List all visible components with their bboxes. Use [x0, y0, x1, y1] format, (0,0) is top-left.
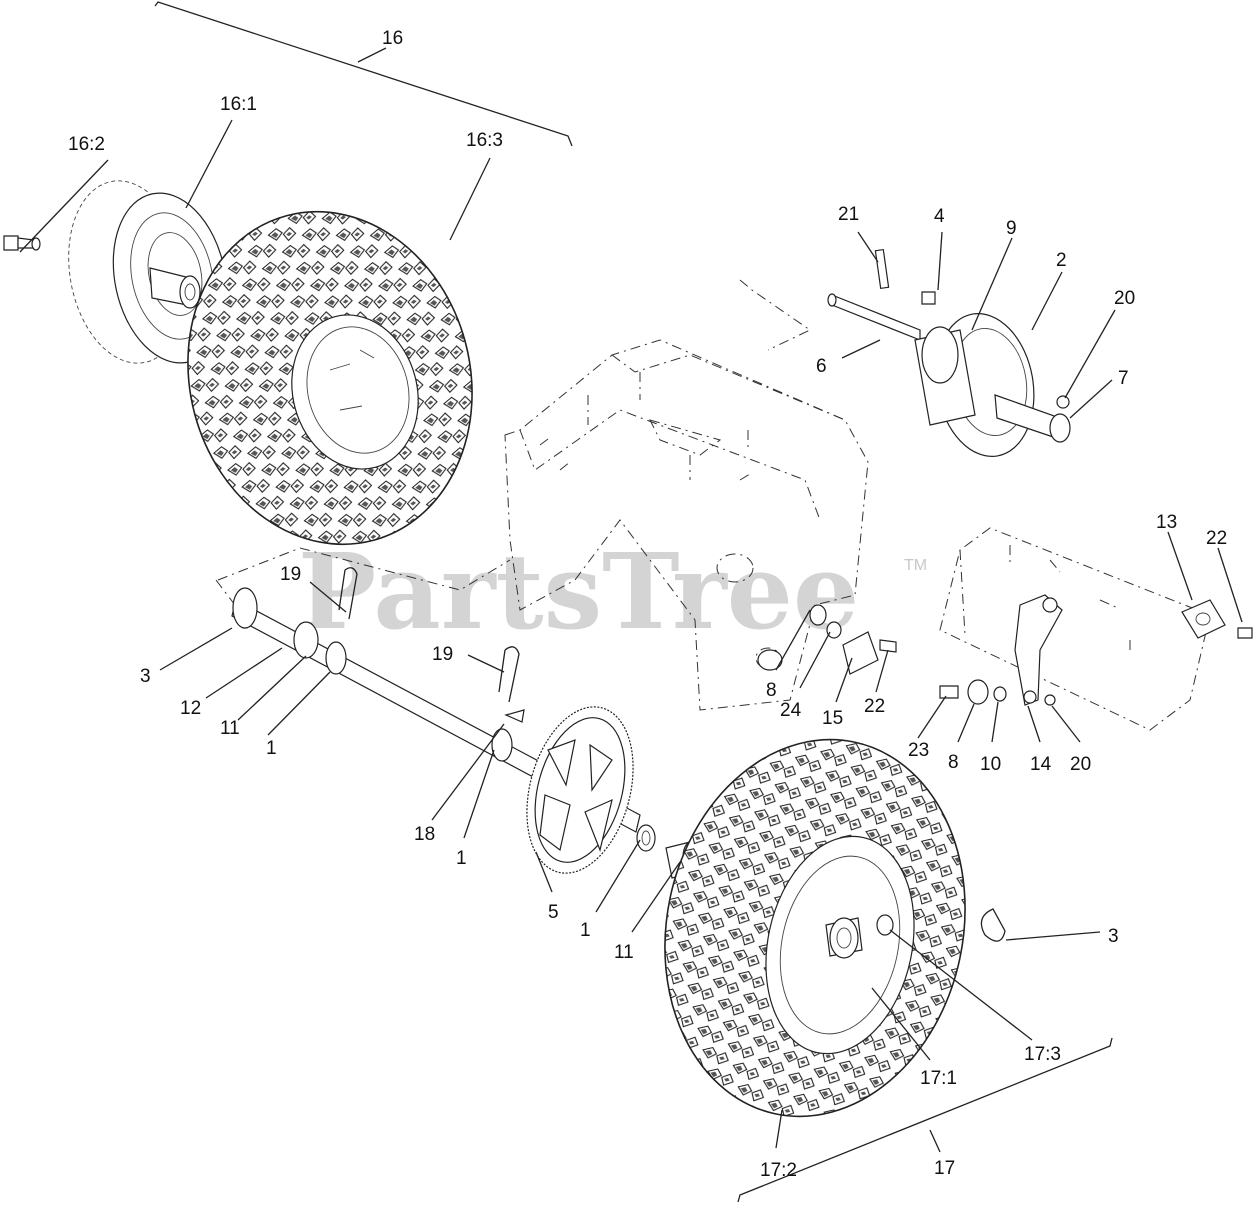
- bracket-17: [737, 1037, 1113, 1203]
- bracket-16: [154, 1, 573, 147]
- watermark-tm: TM: [904, 557, 927, 574]
- callout-17: 17: [934, 1158, 955, 1179]
- callout-17-1: 17:1: [920, 1068, 957, 1089]
- watermark-text: PartsTree: [298, 530, 859, 653]
- callout-1-right: 1: [580, 920, 591, 941]
- frame-housing: [215, 279, 869, 711]
- hairpin-clips: [338, 567, 525, 723]
- callout-16-2: 16:2: [68, 134, 105, 155]
- callout-17-3: 17:3: [1024, 1044, 1061, 1065]
- callout-1-left: 1: [266, 738, 277, 759]
- callout-labels: 16 16:1 16:2 16:3 21 4 9 2 20 7 6 13 22 …: [68, 28, 1227, 1181]
- side-plate: [939, 527, 1211, 731]
- callout-6: 6: [816, 356, 827, 377]
- callout-18: 18: [414, 824, 435, 845]
- callout-16-3: 16:3: [466, 130, 503, 151]
- callout-20-bottom: 20: [1070, 754, 1091, 775]
- leader-lines: [19, 119, 1243, 1149]
- callout-8-mid: 8: [766, 680, 777, 701]
- pin-3-right: [980, 908, 1006, 942]
- callout-22-mid: 22: [864, 696, 885, 717]
- callout-1-mid: 1: [456, 848, 467, 869]
- hardware: [757, 599, 1253, 706]
- pulley-assembly: [827, 248, 1071, 457]
- callout-2: 2: [1056, 250, 1067, 271]
- callout-20-top: 20: [1114, 288, 1135, 309]
- callout-8-right: 8: [948, 752, 959, 773]
- callout-13: 13: [1156, 512, 1177, 533]
- callout-19-mid: 19: [432, 644, 453, 665]
- bolt-16-2: [3, 235, 41, 251]
- callout-9: 9: [1006, 218, 1017, 239]
- tire-16-3: [187, 210, 473, 546]
- callout-15: 15: [822, 708, 843, 729]
- callout-3-right: 3: [1108, 926, 1119, 947]
- callout-17-2: 17:2: [760, 1160, 797, 1181]
- callout-24: 24: [780, 700, 802, 721]
- callout-7: 7: [1118, 368, 1129, 389]
- callout-3-left: 3: [140, 666, 151, 687]
- watermark: PartsTree TM: [298, 530, 927, 653]
- callout-5: 5: [548, 902, 559, 923]
- callout-19-left: 19: [280, 564, 301, 585]
- callout-11-right: 11: [614, 942, 634, 963]
- callout-21: 21: [838, 204, 859, 225]
- callout-16-1: 16:1: [220, 94, 257, 115]
- callout-22-top: 22: [1206, 528, 1227, 549]
- tire-17: [664, 738, 966, 1118]
- callout-16: 16: [382, 28, 403, 49]
- callout-10: 10: [980, 754, 1001, 775]
- callout-14: 14: [1030, 754, 1052, 775]
- callout-4: 4: [934, 206, 945, 227]
- axle-assembly: [231, 587, 702, 879]
- callout-12: 12: [180, 698, 201, 719]
- callout-11-left: 11: [220, 718, 240, 739]
- callout-23: 23: [908, 740, 929, 761]
